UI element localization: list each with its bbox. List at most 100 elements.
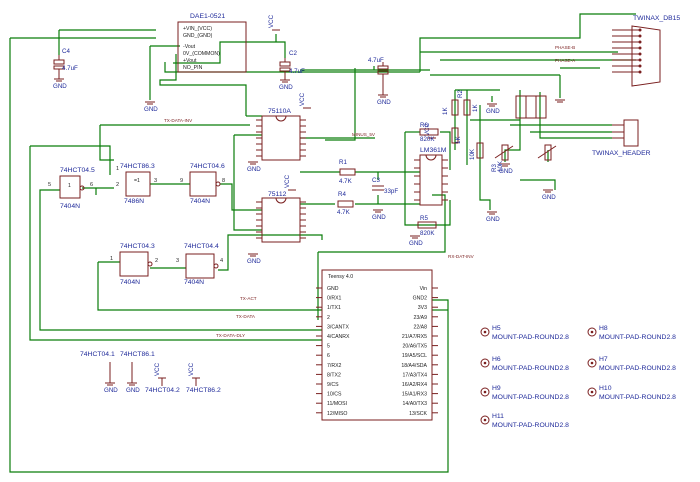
svg-text:MOUNT-PAD-ROUND2.8: MOUNT-PAD-ROUND2.8 (492, 422, 569, 429)
resistor-r5: R5 820K (417, 215, 437, 237)
capacitor-c4: C4 4.7uF (53, 48, 78, 79)
svg-text:VCC: VCC (284, 174, 291, 188)
resistor-r4: R4 4.7K (337, 191, 354, 216)
teensy-left-pin: 2 (327, 315, 330, 321)
gnd-r2: GND (486, 103, 500, 115)
svg-text:GND: GND (144, 106, 158, 113)
g3-type: 7486N (124, 198, 144, 205)
g6-type: 7404N (190, 198, 210, 205)
u112-ref: 75112 (268, 191, 287, 198)
svg-text:1: 1 (110, 256, 113, 262)
r5-ref: R5 (420, 215, 428, 222)
dae-pin-4: 0V_(COMMON) (183, 51, 220, 57)
svg-text:6: 6 (90, 182, 93, 188)
dae-pin-1: +VIN_(VCC) (183, 26, 212, 32)
teensy-right-pin: 22/A8 (413, 324, 427, 330)
vcc-c2: VCC (268, 14, 280, 31)
trimpot-r3: R3 10K (491, 144, 557, 172)
gnd-c2: GND (279, 79, 293, 91)
teensy-left-pin: 10/CS (327, 392, 342, 398)
gnd-s2: GND (126, 382, 140, 394)
teensy-right-pin: 17/A3/TX4 (402, 372, 427, 378)
vcc-u110: VCC (299, 92, 311, 109)
svg-text:1: 1 (116, 166, 119, 172)
wires (9, 13, 636, 473)
teensy-left-pin: 11/MOSI (327, 401, 347, 407)
c2-ref: C2 (289, 50, 297, 57)
teensy-right-pin: 18/A4/SDA (401, 363, 427, 369)
svg-text:VCC: VCC (299, 92, 306, 106)
gnd-db15 (555, 99, 565, 103)
gnd-c3: GND (372, 209, 386, 221)
net-labels: TX-DATA-INV MINUS_5V RX-DAT-INV TX-ACT T… (164, 45, 576, 338)
u112-pins (256, 201, 306, 239)
gate-74hct04-5: 74HCT04.5 1 5 6 7404N (48, 167, 95, 210)
c4-ref: C4 (62, 48, 70, 55)
lm-ref: LM361M (420, 147, 447, 154)
svg-text:8: 8 (222, 178, 225, 184)
u110-ref: 75110A (268, 108, 291, 115)
gnd-u112: GND (247, 253, 261, 265)
svg-text:9: 9 (180, 178, 183, 184)
r4-value: 4.7K (337, 209, 351, 216)
teensy-ref: Teensy 4.0 (328, 274, 353, 280)
svg-text:GND: GND (409, 240, 423, 247)
ic-75110a: 75110A (256, 108, 306, 161)
teensy-left-pin: 5 (327, 344, 330, 350)
svg-text:MOUNT-PAD-ROUND2.8: MOUNT-PAD-ROUND2.8 (492, 334, 569, 341)
teensy-right-pin: 13/SCK (409, 411, 427, 417)
svg-text:3: 3 (176, 258, 179, 264)
svg-text:5: 5 (48, 182, 51, 188)
svg-text:H8: H8 (599, 325, 608, 332)
db15-pins (612, 28, 642, 74)
teensy-left-pin: 7/RX2 (327, 363, 342, 369)
svg-text:H7: H7 (599, 356, 608, 363)
resistor-r1: R1 4.7K (339, 159, 356, 185)
gnd-lm: GND (409, 235, 423, 247)
vcc-u112: VCC (284, 174, 296, 191)
teensy-right-pin: 3V3 (418, 305, 427, 311)
svg-text:=1: =1 (134, 178, 140, 184)
teensy-left-pin: 1/TX1 (327, 305, 341, 311)
dae-pin-6: NO_PIN (183, 65, 203, 71)
capacitor-c3: C3 33pF (372, 177, 398, 195)
svg-text:GND: GND (542, 194, 556, 201)
teensy-left-pin: 0/RX1 (327, 296, 342, 302)
gnd-s1: GND (104, 382, 118, 394)
vcc-s3: VCC (154, 362, 166, 379)
g3-ref: 74HCT86.3 (120, 163, 155, 170)
svg-text:H6: H6 (492, 356, 501, 363)
resistor-stack: 1K 1K 1K 10K R2 (442, 90, 484, 160)
teensy-right-pin: GND2 (413, 296, 428, 302)
svg-text:GND: GND (53, 83, 67, 90)
svg-text:2: 2 (116, 182, 119, 188)
g44-type: 7404N (184, 279, 204, 286)
twinax-db15: TWINAX_DB15 (612, 15, 680, 87)
svg-text:4: 4 (220, 258, 223, 264)
teensy-right-pin: 20/A6/TX5 (402, 344, 427, 350)
c3-ref: C3 (372, 177, 380, 184)
r2-ref: R2 (457, 90, 464, 98)
svg-text:MOUNT-PAD-ROUND2.8: MOUNT-PAD-ROUND2.8 (492, 394, 569, 401)
header-ref: TWINAX_HEADER (592, 150, 651, 157)
gate-74hct04-3: 74HCT04.3 1 2 7404N (110, 243, 158, 286)
gnd-pot: GND (499, 163, 513, 175)
spare-3: 74HCT04.2 (145, 387, 180, 394)
dae-pin-3: -Vout (183, 44, 196, 50)
spare-4: 74HCT86.2 (186, 387, 221, 394)
ic-lm361m: LM361M (414, 147, 448, 206)
teensy-left-pin: 6 (327, 353, 330, 359)
spare-1: 74HCT04.1 (80, 351, 115, 358)
net-rx-dat-inv: RX-DAT-INV (448, 254, 475, 259)
net-tx-data-dly: TX-DATA-DLY (216, 333, 245, 338)
teensy-right-pin: 23/A9 (413, 315, 427, 321)
res-v-2: 1K (455, 136, 462, 144)
net-tx-act: TX-ACT (240, 296, 257, 301)
dae-pin-2: GND_(GND) (183, 33, 213, 39)
